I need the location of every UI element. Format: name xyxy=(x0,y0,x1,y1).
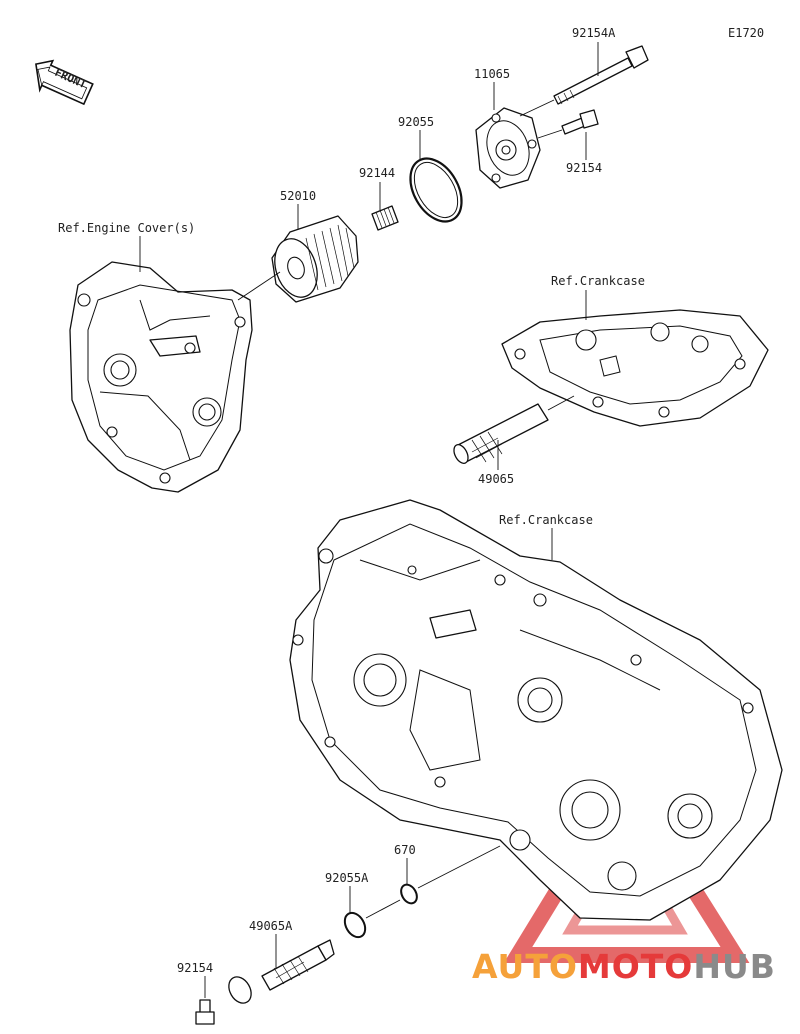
strainer-upper-axis xyxy=(547,395,575,411)
bolt-long-axis xyxy=(519,99,555,117)
engine-cover xyxy=(69,261,253,493)
watermark-part1: AUTO xyxy=(472,947,578,986)
oil-pump-cover xyxy=(475,107,541,189)
lower-assembly-axis xyxy=(365,845,501,919)
label-bolt-long: 92154A xyxy=(572,26,616,40)
label-spring: 92144 xyxy=(359,166,395,180)
o-ring-lower xyxy=(343,911,367,939)
label-o-ring-large: 92055 xyxy=(398,115,434,129)
watermark-part2: MOTO xyxy=(578,947,693,986)
diagram-code: E1720 xyxy=(728,26,764,40)
oil-filter xyxy=(271,215,359,303)
svg-text:AUTOMOTOHUB: AUTOMOTOHUB xyxy=(472,947,776,986)
o-ring-large xyxy=(409,157,463,223)
label-bolt-bottom: 92154 xyxy=(177,961,213,975)
watermark-text: AUTOMOTOHUB xyxy=(472,947,776,986)
strainer-upper xyxy=(453,403,549,464)
label-o-ring-small: 670 xyxy=(394,843,416,857)
front-arrow-icon xyxy=(35,59,94,106)
filter-axis-line xyxy=(237,271,281,301)
bolt-long xyxy=(553,45,649,105)
watermark-part3: HUB xyxy=(693,947,776,986)
spring xyxy=(371,205,399,231)
label-oil-filter: 52010 xyxy=(280,189,316,203)
bolt-short-top xyxy=(561,109,599,135)
label-strainer-lower: 49065A xyxy=(249,919,293,933)
o-ring-small xyxy=(400,883,418,905)
ref-engine-cover-label: Ref.Engine Cover(s) xyxy=(58,221,195,235)
ref-crankcase-lower-label: Ref.Crankcase xyxy=(499,513,593,527)
label-bolt-short-top: 92154 xyxy=(566,161,602,175)
bolt-bottom xyxy=(195,999,215,1025)
crankcase-upper xyxy=(501,309,769,427)
label-oil-pump-cover: 11065 xyxy=(474,67,510,81)
label-o-ring-lower: 92055A xyxy=(325,871,369,885)
strainer-lower xyxy=(228,939,335,1004)
ref-crankcase-upper-label: Ref.Crankcase xyxy=(551,274,645,288)
crankcase-lower xyxy=(289,499,783,921)
label-strainer-upper: 49065 xyxy=(478,472,514,486)
bolt-short-axis xyxy=(537,129,563,139)
